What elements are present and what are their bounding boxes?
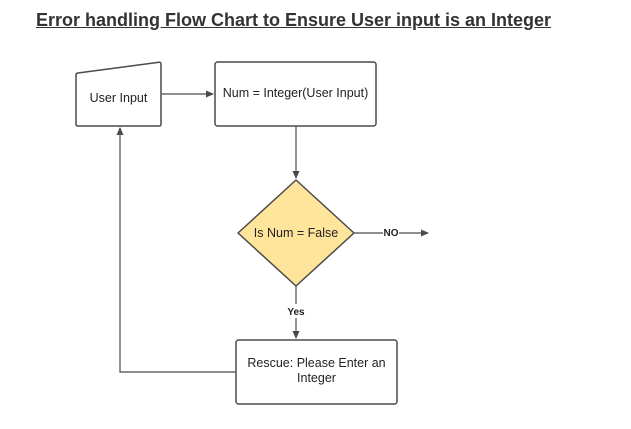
convert-label: Num = Integer(User Input) <box>223 86 369 100</box>
edge-no-label: NO <box>384 228 399 239</box>
decision-node: Is Num = False <box>237 179 355 287</box>
diagram-title: Error handling Flow Chart to Ensure User… <box>36 10 552 30</box>
edge-yes-label: Yes <box>287 307 305 318</box>
convert-node: Num = Integer(User Input) <box>214 61 377 127</box>
decision-label: Is Num = False <box>254 226 338 240</box>
user-input-label: User Input <box>90 91 148 105</box>
rescue-label-line1: Rescue: Please Enter an <box>247 356 385 370</box>
user-input-node: User Input <box>75 61 162 127</box>
rescue-node: Rescue: Please Enter an Integer <box>235 339 398 405</box>
rescue-label-line2: Integer <box>297 371 336 385</box>
edge-rescue-to-input <box>116 127 236 373</box>
user-input-shape <box>75 61 162 127</box>
